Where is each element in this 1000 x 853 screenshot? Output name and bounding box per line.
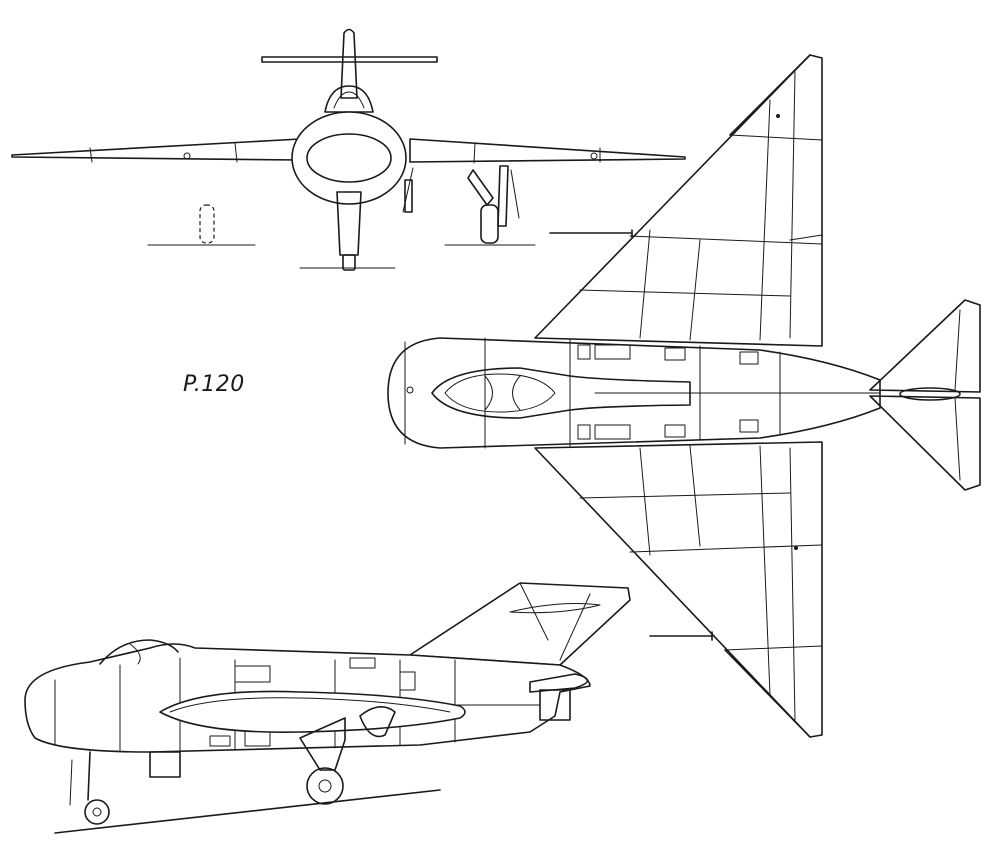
top-view bbox=[388, 55, 980, 737]
aircraft-designation-label: P.120 bbox=[183, 372, 245, 397]
front-view bbox=[12, 30, 685, 271]
side-view bbox=[25, 583, 630, 833]
